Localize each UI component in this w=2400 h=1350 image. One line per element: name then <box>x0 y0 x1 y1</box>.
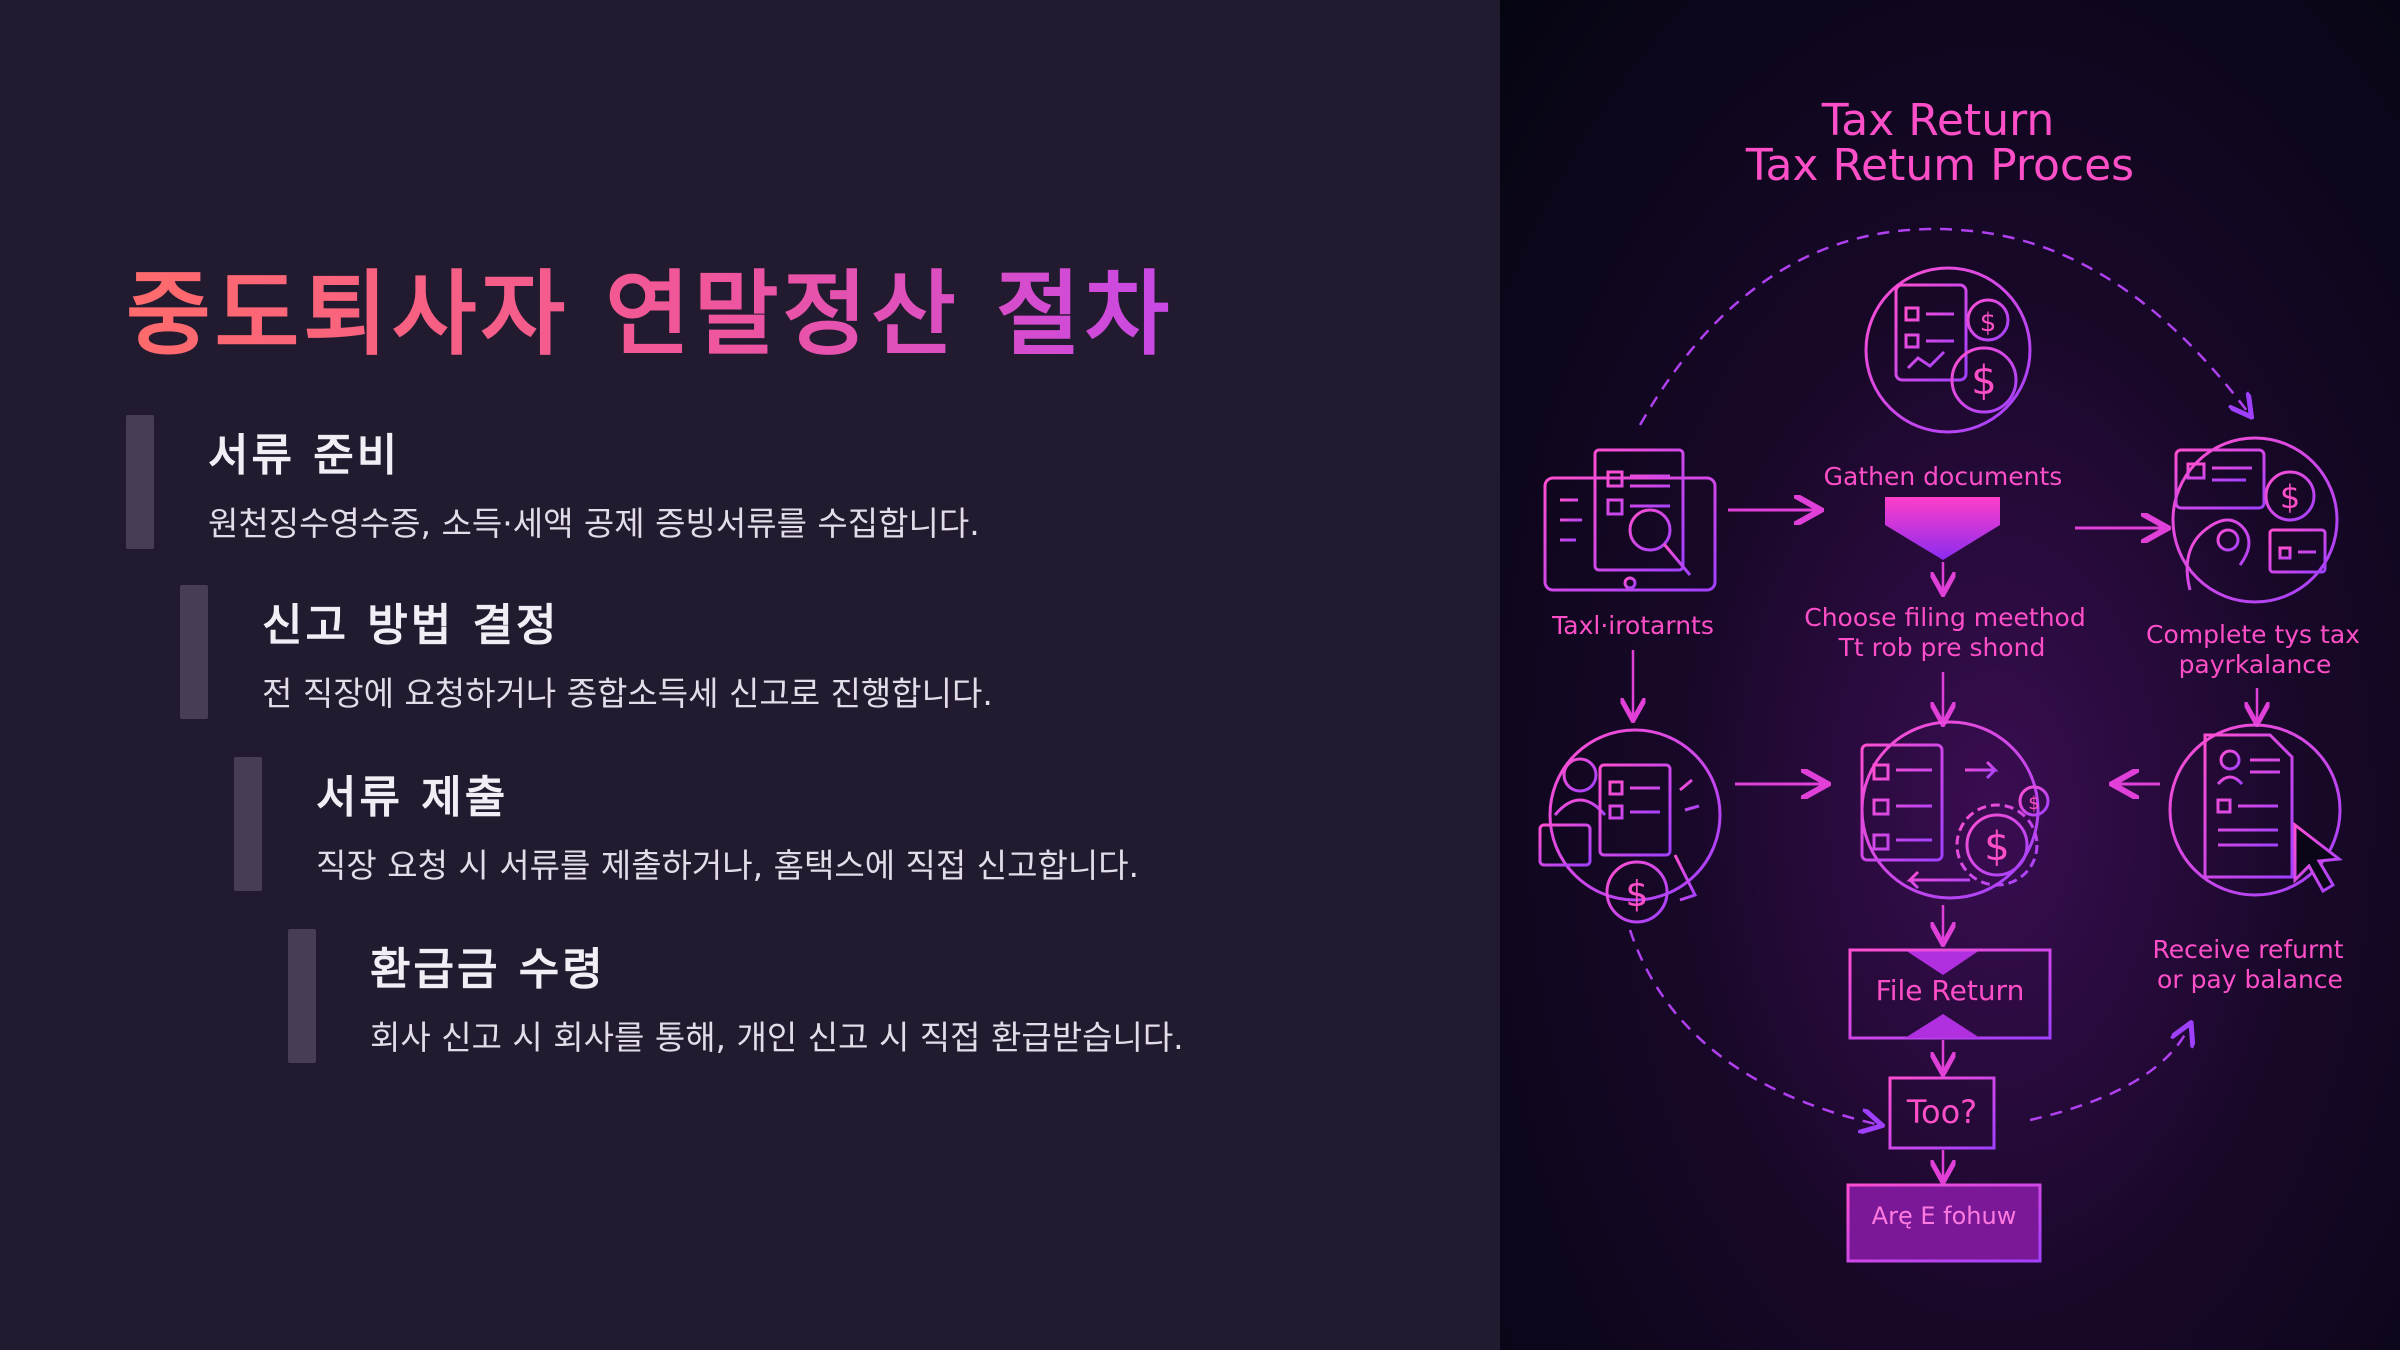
step-description: 회사 신고 시 회사를 통해, 개인 신고 시 직접 환급받습니다. <box>370 1018 1184 1057</box>
svg-text:$: $ <box>2280 478 2300 516</box>
step-marker <box>180 585 208 719</box>
step-heading: 환급금 수령 <box>370 944 606 995</box>
svg-text:$: $ <box>2028 793 2039 814</box>
label-choose-method-1: Choose filing meethod <box>1804 603 2085 632</box>
step-heading: 신고 방법 결정 <box>262 600 560 651</box>
step-description: 원천징수영수증, 소득·세액 공제 증빙서류를 수집합니다. <box>208 504 980 543</box>
final-step-label: Arę E fohuw <box>1872 1202 2017 1230</box>
illustration-title-line2: Tax Retum Proces <box>1745 140 2134 191</box>
step-heading: 서류 제출 <box>316 772 509 823</box>
checklist-coins-icon: $ $ <box>1864 266 2032 434</box>
step-heading: 서류 준비 <box>208 430 401 481</box>
step-marker <box>234 757 262 891</box>
cycle-arc-bottom-left <box>1628 929 1880 1125</box>
tax-process-illustration: Tax Return Tax Retum Proces $ $ Gathen d… <box>1500 0 2400 1350</box>
file-return-top-chevron <box>1905 950 1980 975</box>
svg-text:$: $ <box>1984 824 2009 870</box>
too-label: Too? <box>1906 1093 1977 1131</box>
documents-gear-coin-icon: $ $ <box>1860 720 2050 900</box>
document-cursor-icon <box>2168 723 2343 897</box>
funnel-shape <box>1885 497 2000 560</box>
label-tax-documents: Taxl·irotarnts <box>1551 611 1714 640</box>
svg-text:$: $ <box>1626 874 1649 915</box>
final-step-box <box>1846 1183 2042 1263</box>
step-description: 전 직장에 요청하거나 종합소득세 신고로 진행합니다. <box>262 674 993 713</box>
cycle-arc-top <box>1638 227 2250 426</box>
process-diagram: Tax Return Tax Retum Proces $ $ Gathen d… <box>1538 95 2360 1263</box>
label-choose-method-2: Tt rob pre shond <box>1838 633 2046 662</box>
illustration-title-line1: Tax Return <box>1821 95 2055 146</box>
too-box <box>1888 1076 1996 1150</box>
label-complete-tax-2: payrkalance <box>2179 650 2332 679</box>
file-return-bottom-chevron <box>1905 1014 1980 1038</box>
file-return-label: File Return <box>1876 974 2025 1007</box>
label-gather-documents: Gathen documents <box>1824 462 2063 491</box>
svg-text:$: $ <box>1980 308 1997 338</box>
slide-title: 중도퇴사자 연말정산 절차 <box>126 240 1173 373</box>
tablet-documents-icon <box>1543 448 1717 592</box>
payment-hand-coin-icon: $ <box>2171 436 2339 604</box>
label-receive-refund-2: or pay balance <box>2157 965 2343 994</box>
person-documents-coin-icon: $ <box>1538 728 1722 924</box>
step-description: 직장 요청 시 서류를 제출하거나, 홈택스에 직접 신고합니다. <box>316 846 1140 885</box>
label-receive-refund-1: Receive refurnt <box>2152 935 2343 964</box>
content-panel: 중도퇴사자 연말정산 절차 서류 준비 원천징수영수증, 소득·세액 공제 증빙… <box>126 240 1184 1063</box>
svg-text:$: $ <box>1971 358 1996 404</box>
step-marker <box>126 415 154 549</box>
label-complete-tax-1: Complete tys tax <box>2146 620 2360 649</box>
step-marker <box>288 929 316 1063</box>
cycle-arc-bottom-right <box>2029 1025 2190 1122</box>
